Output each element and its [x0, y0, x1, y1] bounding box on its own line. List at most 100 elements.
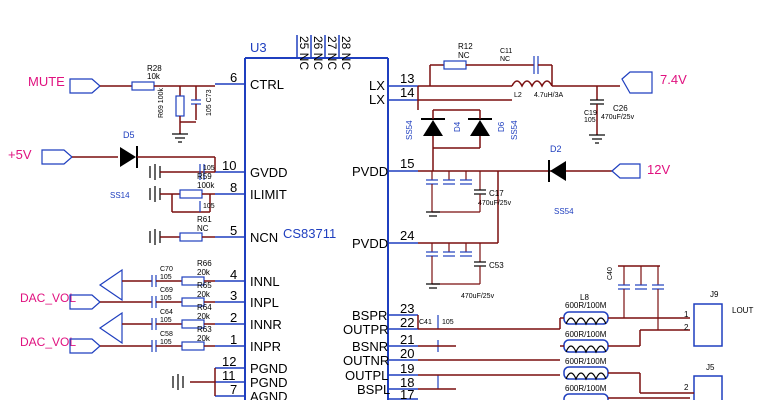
r28-ref: R28: [147, 64, 162, 73]
r64-val: 20k: [197, 312, 211, 321]
c64-ref: C64: [160, 309, 173, 316]
pin-num-1: 1: [230, 332, 237, 347]
c17-val: 470uF/25v: [478, 200, 512, 207]
pin-num-12: 12: [222, 354, 236, 369]
pin-num-24: 24: [400, 228, 414, 243]
gvdd-ilimit-network: 105 R59 100k 105 R61 NC: [149, 164, 215, 245]
pin-num-7: 7: [230, 382, 237, 397]
pgnd-ground: [172, 368, 216, 396]
pin-num-13: 13: [400, 71, 414, 86]
pin-name-pvdd-b: PVDD: [352, 236, 388, 251]
c70-val: 105: [160, 274, 172, 281]
pin-num-11: 11: [222, 368, 236, 383]
c53-ref: C53: [489, 261, 504, 270]
pin-num-5: 5: [230, 223, 237, 238]
c19-val: 105: [584, 117, 596, 124]
j9-pin1: 1: [684, 310, 689, 319]
pin-num-8: 8: [230, 180, 237, 195]
schottky-diodes: SS54 D4 D6 SS54: [405, 100, 519, 149]
r12-ref: R12: [458, 42, 473, 51]
pin-name-outnr: OUTNR: [343, 353, 389, 368]
l8-val: 600R/100M: [565, 301, 607, 310]
c-bs-val: 105: [442, 319, 454, 326]
c58-ref: C58: [160, 331, 173, 338]
r69-label: R69 100k: [158, 88, 165, 118]
pin-name-inpr: INPR: [250, 339, 281, 354]
d2-ref: D2: [550, 144, 562, 154]
pin-num-2: 2: [230, 310, 237, 325]
f2-val: 600R/100M: [565, 330, 607, 339]
j9-ref: J9: [710, 290, 719, 299]
ic-nc-27: 27 NC: [325, 36, 339, 70]
d6-vendor: SS54: [510, 120, 519, 140]
pin-name-innl: INNL: [250, 274, 280, 289]
pin-name-outpr: OUTPR: [343, 322, 389, 337]
mute-net: MUTE R28 10k R69 100k 105 C73: [28, 64, 215, 143]
r65-val: 20k: [197, 290, 211, 299]
pin-name-innr: INNR: [250, 317, 282, 332]
c11-val: NC: [500, 56, 510, 63]
pin-num-6: 6: [230, 70, 237, 85]
mute-label: MUTE: [28, 74, 65, 89]
c11-ref: C11: [500, 48, 512, 55]
pin-name-outpl: OUTPL: [345, 368, 388, 383]
v12-label: 12V: [647, 162, 670, 177]
dac-vol-2: DAC_VOL: [20, 335, 76, 349]
c73-label: 105 C73: [206, 89, 213, 116]
j5-ref: J5: [706, 363, 715, 372]
pin-name-ncn: NCN: [250, 230, 278, 245]
output-filter: C41 105 L8 600R/100M 600R/100M 600R/100M…: [417, 265, 690, 400]
ic-ref: U3: [250, 40, 267, 55]
pin-num-14: 14: [400, 85, 414, 100]
c53-val: 470uF/25v: [461, 293, 495, 300]
r64-ref: R64: [197, 303, 212, 312]
c69-ref: C69: [160, 287, 173, 294]
pin-name-bsnr: BSNR: [352, 339, 388, 354]
c40-ref: C40: [607, 267, 614, 280]
c70-ref: C70: [160, 266, 173, 273]
l8-ref: L8: [580, 293, 589, 302]
pin-num-21: 21: [400, 332, 414, 347]
d5-val: SS14: [110, 191, 130, 200]
connectors: J9 LOUT 1 2 J5 2: [639, 290, 753, 400]
f3-val: 600R/100M: [565, 357, 607, 366]
pin-num-18: 18: [400, 375, 414, 390]
pin-num-22: 22: [400, 315, 414, 330]
c26-ref: C26: [613, 104, 628, 113]
pin-name-pvdd-a: PVDD: [352, 164, 388, 179]
d2-val: SS54: [554, 207, 574, 216]
d6-ref: D6: [497, 121, 506, 132]
pin-name-ilimit: ILIMIT: [250, 187, 287, 202]
r65-ref: R65: [197, 281, 212, 290]
pin-num-19: 19: [400, 361, 414, 376]
ic-left-pins: 6 CTRL 10 GVDD 8 ILIMIT 5 NCN 4 INNL 3 I…: [215, 70, 288, 400]
pin-num-3: 3: [230, 288, 237, 303]
pin-name-ctrl: CTRL: [250, 77, 284, 92]
pin-name-bspr: BSPR: [352, 308, 387, 323]
pin-num-10: 10: [222, 158, 236, 173]
v5-label: +5V: [8, 147, 32, 162]
pin-name-lx-a: LX: [369, 78, 385, 93]
c58-val: 105: [160, 339, 172, 346]
ic-u3: U3 CS83711 25 NC 26 NC 27 NC 28 NC: [244, 35, 389, 400]
pin-num-20: 20: [400, 346, 414, 361]
r61-val: NC: [197, 224, 209, 233]
d4-ref: D4: [453, 121, 462, 132]
l2-ref: L2: [514, 92, 522, 99]
c17-ref: C17: [489, 189, 504, 198]
pin-num-23: 23: [400, 301, 414, 316]
pin-num-4: 4: [230, 267, 237, 282]
r61-ref: R61: [197, 215, 212, 224]
j5-pin2: 2: [684, 383, 689, 392]
ic-right-pins: 13 LX 14 LX 15 PVDD 24 PVDD 23 BSPR 22 O…: [343, 71, 418, 400]
pvdd-network-b: C53 470uF/25v: [418, 242, 504, 300]
c-gvdd-val: 105: [203, 165, 215, 172]
ic-nc-28: 28 NC: [339, 36, 353, 70]
ic-nc-26: 26 NC: [311, 36, 325, 70]
r28-val: 10k: [147, 72, 161, 81]
c41-ref: C41: [419, 319, 432, 326]
dac-vol-1: DAC_VOL: [20, 291, 76, 305]
r66-val: 20k: [197, 268, 211, 277]
audio-inputs: DAC_VOL DAC_VOL C70 105 R66 20k C69 105 …: [20, 259, 215, 354]
